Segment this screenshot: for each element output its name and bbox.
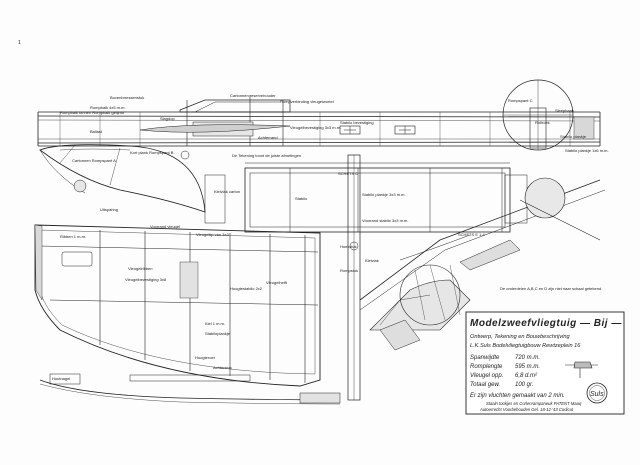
drawing-labels: Bovenbrressenstuk Rompbalk 4x5 m.m. Romp… <box>52 93 609 381</box>
flight-note: Er zijn vluchten gemaakt van 2 min. <box>470 393 565 399</box>
label-hoekstuk: Hoekstuk <box>340 244 357 249</box>
label-romp-a: Cartonnen Rompspant A <box>72 158 116 163</box>
footer-line-2: Autoerrecht Voorbehouden Gel. 18-12-'43 … <box>479 407 574 412</box>
footer-line-1: Staaln tookjes en Corlenrampaneuk PATENT… <box>486 401 582 406</box>
elevator-profile <box>39 373 341 405</box>
wing-profile <box>39 144 206 213</box>
spec-label-weight: Totaal gew. <box>470 382 500 388</box>
stabilizer-plan <box>204 154 528 401</box>
label-schets-d: SCHETS D <box>338 171 358 176</box>
title-block: Modelzweefvliegtuig — Bij — Ontwerp, Tek… <box>465 311 625 415</box>
label-sleep-haak: Sleephaak <box>555 108 574 113</box>
spec-label-length: Romplengte <box>470 364 503 370</box>
spec-label-span: Spanwijdte <box>470 355 500 361</box>
label-kielvlak-naam: Kielvlak <box>365 258 379 263</box>
design-credit: Ontwerp, Tekening en Bouwbeschrijving <box>470 334 570 340</box>
label-voorrand-vleugel: Voorrand vleugel <box>150 224 180 229</box>
label-rompspant-c: Rompspant C <box>508 98 533 103</box>
label-vlak-hoekje: Stabilo plankje 1x6 m.m. <box>565 148 609 153</box>
label-vleugelribben: Vleugelribben <box>128 266 152 271</box>
label-vleugeltip: Vleugeltip van 3x3 <box>196 232 229 237</box>
label-rompbalk: Rompbalk 4x5 m.m. <box>90 105 126 110</box>
label-vleugel-steun: Stabiloplankje <box>205 331 231 336</box>
label-slagdop: Slagdop <box>160 116 175 121</box>
spec-value-area: 6,8 d.m² <box>515 373 538 379</box>
label-note-teek: De Tekening toont de juiste afmetingen <box>232 153 301 158</box>
label-houtnagel: Houtnagel <box>52 376 70 381</box>
label-uitsparing: Uitsparing <box>100 207 118 212</box>
label-ballast: Ballast <box>90 129 103 134</box>
suls-logo-stamp: Suls <box>586 382 608 404</box>
label-achterstuk: Achterstuk <box>213 365 232 370</box>
label-stabilo-end: Stabilo bevestiging <box>340 120 374 125</box>
spec-value-weight: 100 gr. <box>515 382 533 388</box>
label-vleugellijst: Vleugelbevestiging 3x8 <box>125 277 167 282</box>
spec-value-length: 595 m.m. <box>515 364 540 370</box>
wing-plan <box>34 224 321 387</box>
spec-label-area: Vleugel opp. <box>470 373 503 379</box>
label-stabilo-plank: Stabilo plankje 3x3 m.m. <box>362 192 406 197</box>
designer-address: L.K.Suls Bodelvliegtuigbouw Rewtzeplein … <box>470 343 581 349</box>
label-romp-b: Kort plank Rompspant B <box>130 150 174 155</box>
label-kielvlak: Kielvlak carton <box>214 189 240 194</box>
page-number: 1 <box>18 40 21 46</box>
label-achterrand: Achterrand <box>258 135 278 140</box>
logo-text: Suls <box>590 391 604 398</box>
plan-title: Modelzweefvliegtuig — Bij — <box>470 318 622 329</box>
label-vleugelbevestiging: Vleugelbevestiging 3x3 m.m. <box>290 125 341 130</box>
label-rompbalk-kiel: Rompbalk binnen Rompbalk gelijmd <box>60 110 124 115</box>
label-vleugel-naam: Vleugelhelft <box>266 280 288 285</box>
bee-glider-icon <box>565 361 598 378</box>
label-ribben: Ribben 1 m.m. <box>60 234 86 239</box>
label-voorrand-stabilo: Voorrand stabilo 3x3 m.m. <box>362 218 408 223</box>
detail-d-rear <box>359 177 606 351</box>
label-hoogteroer: Hoogteroer <box>195 355 216 360</box>
label-cartonnen: Cartonnen reservehouder <box>230 93 276 98</box>
label-schetsdetail: De onderdelen A,B,C en D zijn niet naar … <box>500 286 601 291</box>
label-rompverbinding: Rompverbinding vleugelwortel <box>280 99 334 104</box>
spec-value-span: 720 m.m. <box>515 355 540 361</box>
label-rompstuk: Rompstuk <box>340 268 358 273</box>
label-stabilo-tip: Stabilo plankje <box>560 134 587 139</box>
label-stabilo: Stabilo <box>295 196 308 201</box>
label-keel: Kiel 1 m.m. <box>205 321 225 326</box>
label-hoogte-stabilo: Hoogtestabilo 2x2 <box>230 286 263 291</box>
fuselage-side-view <box>37 79 601 151</box>
label-schets-e: SCHETS E 1:4 <box>458 232 485 237</box>
label-boven-romp: Bovenbrressenstuk <box>110 95 144 100</box>
label-rolhoek: Rolhoek <box>535 120 550 125</box>
